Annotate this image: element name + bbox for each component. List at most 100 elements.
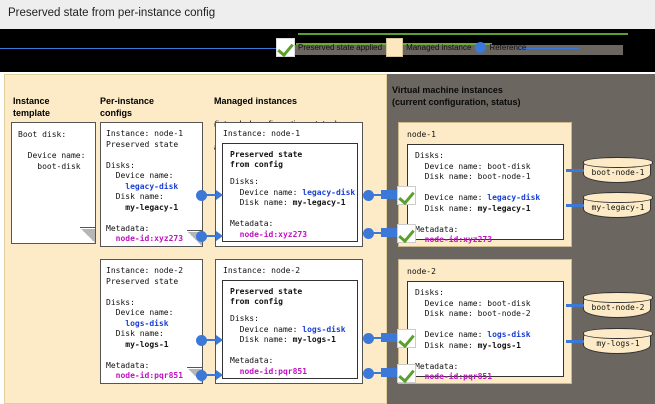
text-value — [415, 320, 420, 329]
text-value: Metadata: — [415, 224, 459, 234]
connector-arrow — [216, 335, 223, 345]
text-value: Metadata: — [415, 361, 459, 371]
preserved-state-check-icon — [397, 224, 416, 243]
text-line: Device name: boot-disk — [415, 299, 531, 310]
text-line: Metadata: — [415, 225, 540, 236]
preserved-state-title-line2: from config — [230, 297, 283, 306]
legend-rule-green — [298, 33, 628, 35]
text-label: Device name: — [230, 187, 303, 197]
legend-label-preserved: Preserved state applied — [298, 43, 383, 52]
text-label: Device name: — [230, 324, 303, 334]
text-line: Instance: node-1 — [106, 129, 183, 140]
disk-my-logs-1: my-logs-1 — [583, 328, 653, 354]
text-line — [415, 351, 531, 362]
text-line: Disk name: my-logs-1 — [230, 335, 346, 346]
text-line: logs-disk — [106, 319, 183, 330]
managed-instance-text: Disks: Device name: logs-disk Disk name:… — [230, 314, 346, 377]
page-title: Preserved state from per-instance config — [8, 7, 216, 19]
text-line: node-id:pqr851 — [106, 371, 183, 382]
text-line: Instance: node-2 — [106, 266, 183, 277]
instance-template-text: Boot disk: Device name: boot-disk — [18, 130, 85, 172]
text-value: my-legacy-1 — [292, 198, 346, 207]
text-value: Disk name: boot-node-2 — [415, 309, 531, 318]
text-value — [230, 346, 235, 355]
text-value: node-id:xyz273 — [415, 235, 493, 244]
text-line — [230, 209, 355, 220]
text-line: Disk name: my-logs-1 — [415, 341, 531, 352]
text-value: Disks: — [106, 297, 135, 307]
connector-line — [206, 235, 216, 237]
preserved-state-check-icon — [397, 329, 416, 348]
text-value: my-logs-1 — [292, 335, 336, 344]
text-line: Device name: — [18, 151, 86, 160]
connector-dot — [196, 190, 207, 201]
vm-node-details-box: Disks: Device name: boot-disk Disk name:… — [407, 281, 564, 381]
text-value: Disks: — [106, 160, 135, 170]
connector-line — [373, 337, 381, 339]
text-label: Disk name: — [415, 340, 478, 350]
text-line: Disk name: boot-node-1 — [415, 172, 540, 183]
text-value: legacy-disk — [302, 187, 356, 197]
check-icon — [276, 38, 295, 57]
text-line: node-id:xyz273 — [106, 234, 183, 245]
text-line: boot-disk — [18, 161, 81, 171]
text-line: Metadata: — [106, 224, 183, 235]
text-line: Disks: — [106, 298, 183, 309]
text-value — [415, 351, 420, 360]
text-value: node-id:pqr851 — [230, 366, 308, 376]
text-value: my-logs-1 — [477, 340, 521, 350]
text-line: node-id:xyz273 — [230, 230, 355, 241]
text-value: my-legacy-1 — [477, 203, 531, 213]
text-line: Device name: logs-disk — [230, 325, 346, 336]
text-value: Disk name: — [106, 192, 164, 201]
text-line — [415, 183, 540, 194]
vm-node-details-box: Disks: Device name: boot-disk Disk name:… — [407, 144, 564, 244]
cream-swatch-icon — [386, 38, 404, 57]
disk-boot-node-1: boot-node-1 — [583, 157, 653, 183]
text-value: node-id:pqr851 — [106, 371, 184, 380]
text-line — [106, 287, 183, 298]
legend-item-preserved: Preserved state applied — [276, 38, 382, 57]
connector-dot — [363, 333, 374, 344]
text-label: Disk name: — [230, 335, 293, 344]
connector-dot — [363, 368, 374, 379]
text-line: node-id:pqr851 — [230, 367, 346, 378]
disk-my-legacy-1: my-legacy-1 — [583, 192, 653, 218]
text-line: Disks: — [106, 161, 183, 172]
vm-instance-node-1: node-1 Disks: Device name: boot-disk Dis… — [398, 122, 572, 247]
preserved-state-title-line1: Preserved state — [230, 287, 303, 296]
text-line: Disks: — [230, 314, 346, 325]
connector-arrow — [216, 231, 223, 241]
vm-instance-node-2: node-2 Disks: Device name: boot-disk Dis… — [398, 259, 572, 384]
text-value: Device name: — [106, 308, 174, 317]
text-value: logs-disk — [106, 318, 169, 328]
connector-line — [373, 232, 381, 234]
text-line: Device name: logs-disk — [415, 330, 531, 341]
disk-label: my-legacy-1 — [591, 203, 645, 212]
disk-label: my-logs-1 — [596, 339, 640, 348]
preserved-state-check-icon — [397, 186, 416, 205]
text-label: Disk name: — [230, 198, 293, 207]
text-line: my-logs-1 — [106, 340, 183, 351]
preserved-state-inner-box: Preserved state from config Disks: Devic… — [222, 280, 358, 379]
text-value: Metadata: — [106, 360, 150, 370]
managed-heading-line1: Managed instances — [214, 95, 298, 106]
managed-instance-header: Instance: node-1 — [223, 129, 301, 138]
text-value: Preserved state — [106, 139, 179, 149]
text-value: Instance: node-2 — [106, 266, 184, 275]
text-label: Disk name: — [415, 203, 478, 213]
text-line: Metadata: — [415, 362, 531, 373]
text-value: Disks: — [230, 314, 259, 323]
text-value: node-id:xyz273 — [106, 234, 184, 243]
text-value — [415, 214, 420, 223]
text-value: Device name: boot-disk — [415, 298, 531, 308]
text-line: Device name: — [106, 308, 183, 319]
text-line: node-id:pqr851 — [415, 372, 531, 383]
text-value: Disk name: boot-node-1 — [415, 172, 531, 181]
text-line: Device name: boot-disk — [415, 162, 540, 173]
text-value — [106, 287, 111, 296]
preserved-state-check-icon — [397, 364, 416, 383]
